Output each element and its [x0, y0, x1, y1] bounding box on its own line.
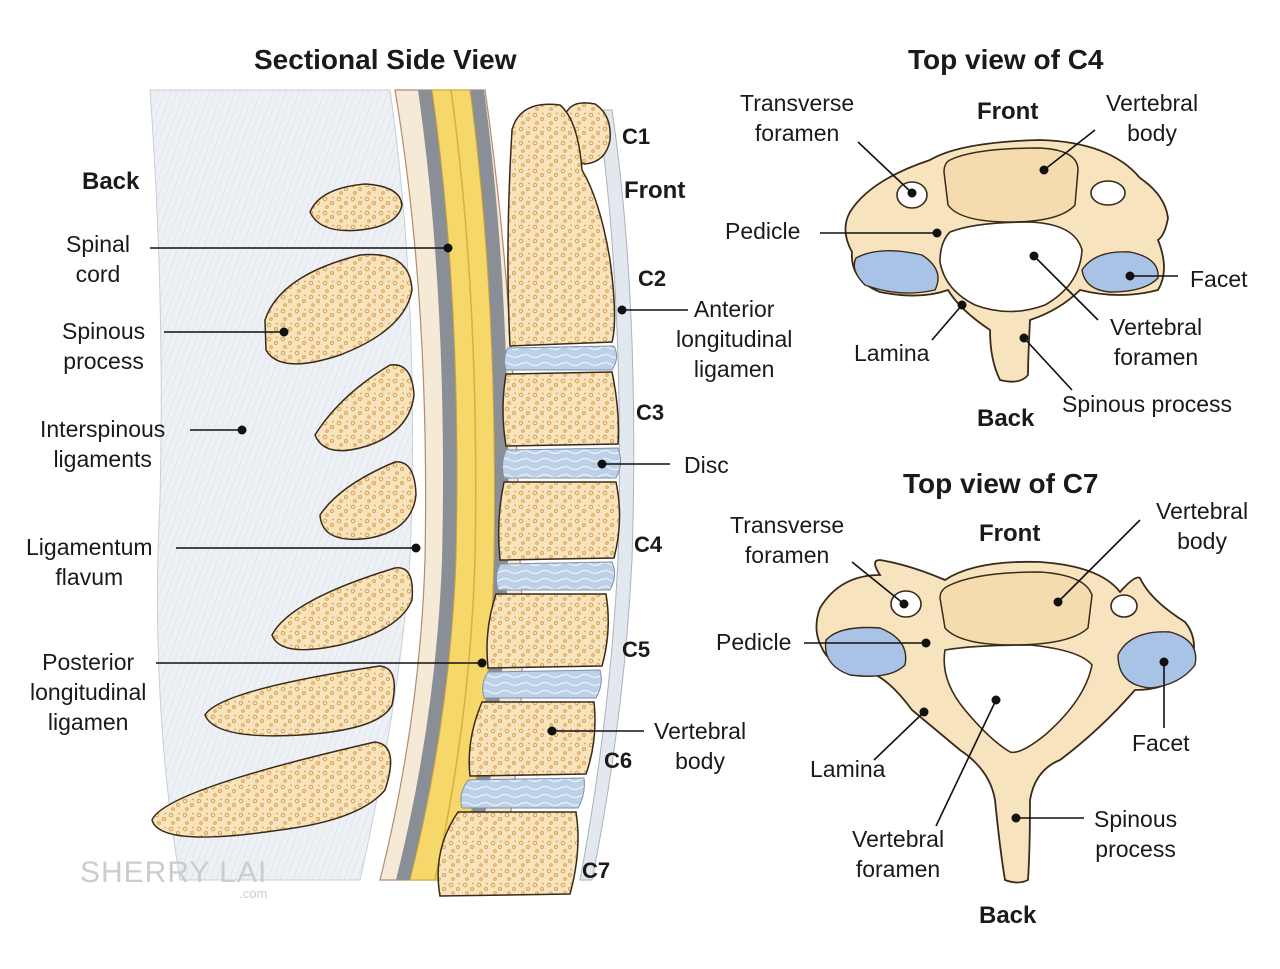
spinous-process-5 — [271, 567, 414, 651]
side-leader-dots — [237, 243, 627, 736]
c7-top-view — [804, 519, 1197, 884]
vertebra-c4 — [497, 481, 621, 561]
label-interspinous-ligaments: Interspinous ligaments — [40, 416, 166, 472]
c4-label-spinous-process: Spinous process — [1062, 391, 1233, 417]
c7-leader-lines — [804, 519, 1165, 827]
watermark: SHERRY LAI .com — [80, 856, 267, 901]
label-anterior-longitudinal-ligamen: Anterior longitudinal ligamen — [676, 296, 793, 382]
label-spinous-process: Spinous process — [62, 318, 146, 374]
c7-facet-left — [824, 626, 907, 677]
c7-vertebral-body — [939, 571, 1093, 646]
watermark-sub: .com — [239, 886, 268, 901]
side-leader-lines — [150, 247, 688, 732]
c4-label-pedicle: Pedicle — [725, 218, 801, 244]
level-c1: C1 — [622, 124, 651, 149]
c4-view-title: Top view of C4 — [908, 44, 1104, 75]
spinous-process-1 — [309, 183, 403, 232]
c4-facet-left — [853, 249, 939, 294]
vertebra-c6 — [468, 701, 596, 777]
spinous-process-7 — [151, 741, 392, 838]
side-back-label: Back — [82, 168, 140, 195]
c4-vertebral-foramen — [939, 221, 1083, 313]
level-c6: C6 — [604, 748, 633, 773]
c7-label-vertebral-foramen: Vertebral foramen — [852, 826, 945, 882]
c7-leader-dots — [899, 597, 1169, 823]
c4-label-facet: Facet — [1190, 266, 1248, 292]
side-view — [149, 89, 688, 897]
c4-leader-dots — [907, 165, 1135, 343]
c4-label-transverse-foramen: Transverse foramen — [740, 90, 855, 146]
vertebra-c2 — [507, 103, 616, 347]
c4-facet-right — [1081, 251, 1159, 293]
label-spinal-cord: Spinal cord — [66, 231, 130, 287]
c7-label-vertebral-body: Vertebral body — [1156, 498, 1249, 554]
anterior-longitudinal-ligament — [579, 109, 635, 881]
c4-label-lamina: Lamina — [854, 340, 930, 366]
level-c2: C2 — [638, 266, 667, 291]
disc-c2-c3 — [503, 345, 618, 371]
vertebra-c5 — [486, 593, 609, 669]
vertebra-c3 — [502, 371, 620, 447]
c4-label-vertebral-foramen: Vertebral foramen — [1110, 314, 1203, 370]
disc-c5-c6 — [482, 669, 602, 699]
watermark-name: SHERRY LAI — [80, 856, 268, 889]
side-view-title: Sectional Side View — [254, 44, 517, 75]
c7-label-spinous-process: Spinous process — [1094, 806, 1178, 862]
c7-view-title: Top view of C7 — [903, 468, 1099, 499]
dura-dark-band-left — [396, 90, 457, 880]
level-c5: C5 — [622, 637, 651, 662]
c7-label-pedicle: Pedicle — [716, 629, 792, 655]
c7-label-facet: Facet — [1132, 730, 1190, 756]
c7-vertebral-foramen — [943, 644, 1093, 754]
label-ligamentum-flavum: Ligamentum flavum — [26, 534, 153, 590]
label-disc: Disc — [684, 452, 729, 478]
disc-c6-c7 — [460, 777, 585, 809]
c7-facet-right — [1117, 631, 1197, 689]
disc-c4-c5 — [495, 561, 616, 591]
spinous-process-3 — [314, 364, 415, 452]
level-c4: C4 — [634, 532, 663, 557]
level-c7: C7 — [582, 858, 611, 883]
vertebra-c7 — [437, 811, 579, 897]
spinous-process-4 — [319, 461, 417, 541]
c7-label-transverse-foramen: Transverse foramen — [730, 512, 845, 568]
c4-transverse-foramen-right — [1090, 180, 1126, 206]
level-c3: C3 — [636, 400, 665, 425]
c4-front-label: Front — [977, 98, 1039, 125]
c7-back-label: Back — [979, 902, 1037, 929]
side-front-label: Front — [624, 177, 686, 204]
c4-label-vertebral-body: Vertebral body — [1106, 90, 1199, 146]
spinal-cord-center-line — [434, 89, 477, 881]
disc-c3-c4 — [501, 447, 622, 479]
label-side-vertebral-body: Vertebral body — [654, 718, 747, 774]
label-posterior-longitudinal-ligamen: Posterior longitudinal ligamen — [30, 649, 147, 735]
c4-leader-lines — [820, 129, 1178, 391]
c7-transverse-foramen-right — [1110, 594, 1138, 618]
c7-label-lamina: Lamina — [810, 756, 886, 782]
c4-back-label: Back — [977, 405, 1035, 432]
c4-top-view — [820, 129, 1178, 391]
spinous-process-2 — [264, 253, 413, 365]
c7-front-label: Front — [979, 520, 1041, 547]
spinous-process-6 — [204, 665, 395, 737]
